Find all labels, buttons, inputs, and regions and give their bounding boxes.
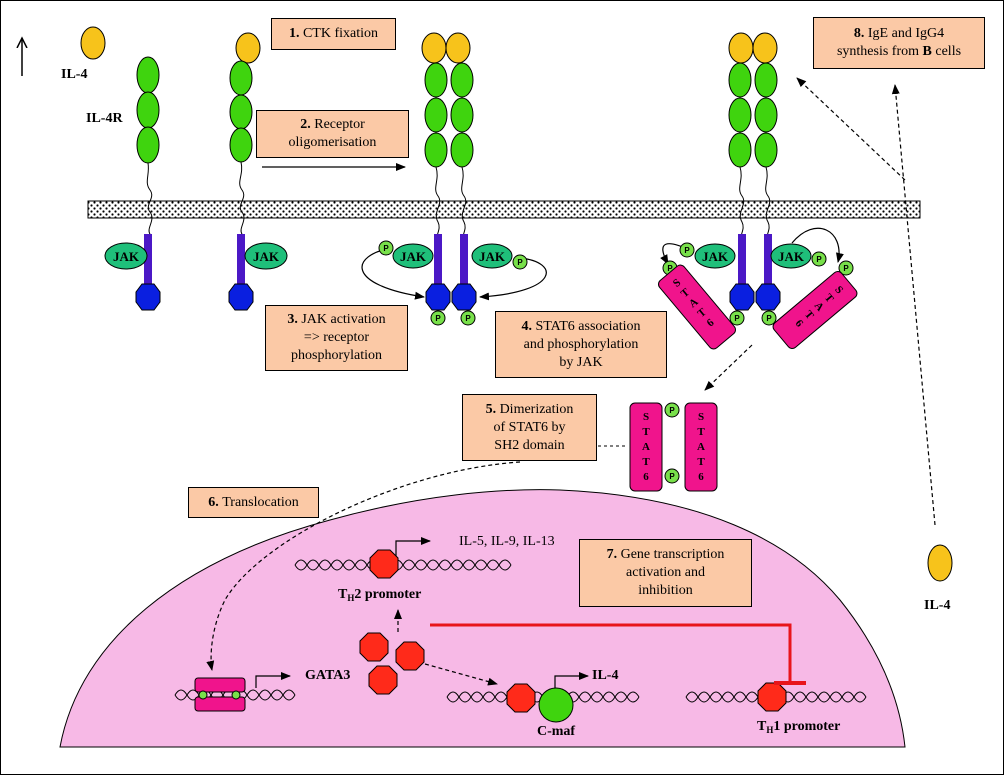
phospho-label: P — [383, 244, 389, 253]
step-1-box: 1. CTK fixation — [271, 18, 396, 50]
step-5-box: 5. Dimerization of STAT6 by SH2 domain — [462, 394, 597, 461]
cmaf-factor — [538, 687, 574, 723]
ige-arrow — [796, 77, 906, 181]
phospho-group — [811, 251, 827, 267]
jak-kinase — [694, 243, 736, 269]
phospho-group — [430, 310, 446, 326]
transcription-start-icon — [255, 672, 291, 688]
translocation-arrow — [206, 461, 521, 671]
jak-activation-loop — [361, 247, 425, 300]
jak-kinase — [392, 243, 434, 269]
th1-promoter-label: TH1 promoter — [757, 719, 840, 735]
th2-promoter-label: TH2 promoter — [338, 587, 421, 603]
gata3-factor — [359, 632, 389, 662]
phospho-group — [460, 310, 476, 326]
cell-membrane — [87, 200, 921, 219]
stat6-recruit-arrow — [791, 227, 844, 263]
phospho-group — [679, 242, 695, 258]
transcription-start-icon — [554, 672, 589, 689]
dimer-arrow — [704, 344, 753, 391]
stat6-bound-right — [772, 271, 858, 349]
cytokines-label: IL-5, IL-9, IL-13 — [459, 534, 555, 549]
phospho-group — [664, 402, 680, 418]
gata3-label: GATA3 — [305, 668, 351, 683]
phospho-label: P — [843, 264, 849, 273]
jak-activation-loop — [479, 257, 547, 301]
stat6-bound-left — [658, 264, 736, 350]
jak-kinase — [104, 242, 148, 270]
phospho-label: P — [667, 264, 673, 273]
il4-cytokine — [927, 544, 953, 582]
phospho-group — [378, 240, 394, 256]
il4r-label: IL-4R — [86, 111, 123, 126]
step-7-box: 7. Gene transcription activation and inh… — [579, 539, 752, 607]
jak-label: JAK — [778, 249, 805, 264]
inhibition-line — [430, 623, 792, 683]
dna-th2-promoter — [294, 559, 512, 571]
il4-receptor-unbound — [135, 56, 161, 311]
jak-label: JAK — [702, 249, 729, 264]
receptor-dimer — [421, 32, 477, 311]
transcription-start-icon — [395, 537, 431, 557]
il4-cytokine — [80, 26, 106, 60]
jak-kinase — [471, 243, 513, 269]
gata3-factor — [369, 549, 399, 579]
jak-kinase — [770, 243, 812, 269]
ige-arrow — [891, 84, 936, 526]
gata3-factor — [506, 683, 536, 713]
phospho-group — [512, 254, 528, 270]
il4-label: IL-4 — [61, 67, 88, 82]
il4-gene-label: IL-4 — [592, 668, 619, 683]
jak-kinase — [244, 242, 288, 270]
phospho-label: P — [766, 314, 772, 323]
gata3-cmaf-arrow — [424, 663, 498, 686]
step-4-box: 4. STAT6 association and phosphorylation… — [495, 311, 667, 378]
gata3-factor — [757, 682, 787, 712]
phospho-group — [838, 260, 854, 276]
phospho-label: P — [684, 246, 690, 255]
jak-label: JAK — [113, 249, 140, 264]
jak-label: JAK — [479, 249, 506, 264]
stat6-monomer — [629, 402, 663, 492]
step-3-box: 3. JAK activation => receptor phosphoryl… — [265, 305, 408, 371]
phospho-label: P — [517, 258, 523, 267]
stat6-dimer-dna — [194, 696, 246, 712]
phospho-group — [729, 310, 745, 326]
phospho-label: P — [669, 472, 675, 481]
step-8-box: 8. IgE and IgG4 synthesis from B cells — [813, 17, 985, 69]
il4-label: IL-4 — [924, 598, 951, 613]
gata3-factor — [395, 641, 425, 671]
gata3-factor — [368, 665, 398, 695]
stat6-dimer-dna — [194, 677, 246, 693]
phospho-label: P — [669, 406, 675, 415]
il4-receptor-bound — [228, 32, 261, 311]
phospho-label: P — [465, 314, 471, 323]
phospho-group — [761, 310, 777, 326]
step-6-box: 6. Translocation — [188, 487, 319, 518]
phospho-group — [231, 690, 241, 700]
step-2-box: 2. Receptor oligomerisation — [256, 110, 409, 158]
jak-label: JAK — [400, 249, 427, 264]
phospho-label: P — [816, 255, 822, 264]
stat6-monomer — [684, 402, 718, 492]
phospho-group — [198, 690, 208, 700]
phospho-group — [664, 468, 680, 484]
phospho-label: P — [435, 314, 441, 323]
cmaf-label: C-maf — [537, 724, 576, 739]
jak-label: JAK — [253, 249, 280, 264]
phospho-label: P — [734, 314, 740, 323]
receptor-dimer-stat6 — [728, 32, 781, 311]
